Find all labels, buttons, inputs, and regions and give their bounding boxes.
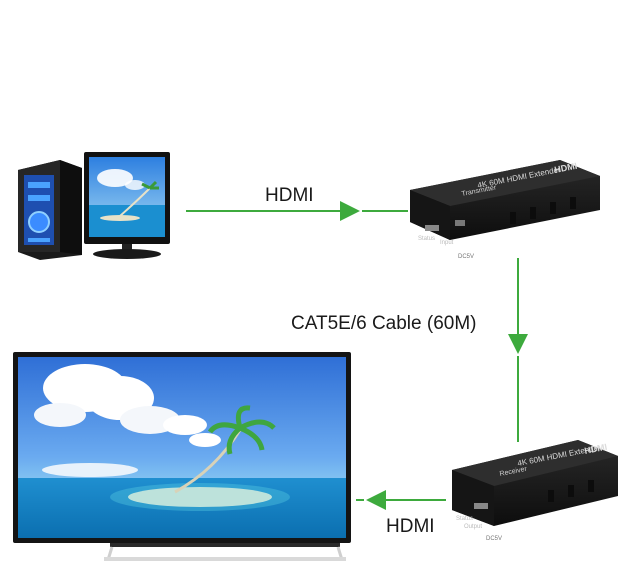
svg-text:Status: Status [418,236,435,242]
tv-icon [13,352,351,561]
monitor-icon [84,152,170,259]
top-hdmi-label: HDMI [265,185,314,206]
transmitter-brand-text: HDMI [553,161,577,175]
svg-text:DC5V: DC5V [486,536,502,542]
transmitter-device: Transmitter 4K 60M HDMI Extender HDMI St… [410,160,600,260]
receiver-device: Receiver 4K 60M HDMI Extender HDMI Statu… [452,440,618,542]
receiver-brand-text: HDMI [583,442,607,456]
svg-text:Output: Output [464,524,482,530]
bottom-hdmi-label: HDMI [386,516,435,537]
cable-label: CAT5E/6 Cable (60M) [291,313,477,334]
desktop-pc-icon [18,160,82,260]
svg-text:Status: Status [456,516,473,522]
svg-text:Input: Input [440,240,454,246]
svg-text:DC5V: DC5V [458,254,474,260]
